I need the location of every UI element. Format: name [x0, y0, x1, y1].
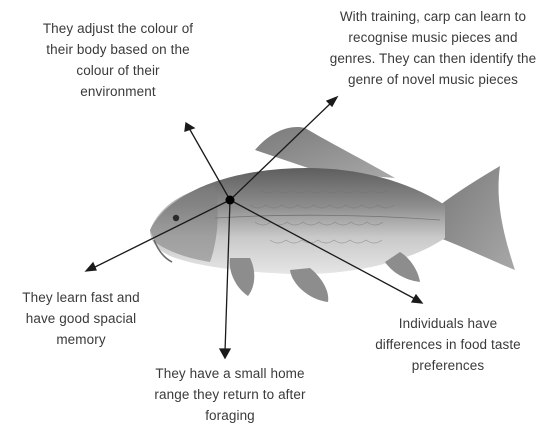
annotation-learning: They learn fast and have good spacial me…: [6, 287, 156, 350]
arrowhead-icon: [220, 349, 230, 358]
annotation-home-range: They have a small home range they return…: [140, 363, 320, 426]
carp-fish-illustration: [150, 127, 515, 302]
arrowhead-icon: [412, 295, 422, 303]
annotation-music: With training, carp can learn to recogni…: [328, 6, 538, 90]
tail-fin: [440, 166, 515, 270]
arrowhead-icon: [185, 123, 194, 131]
pectoral-fin: [230, 258, 255, 296]
annotation-food: Individuals have differences in food tas…: [368, 313, 528, 376]
arrowhead-icon: [86, 263, 96, 271]
fish-eye: [173, 215, 179, 221]
annotation-colour: They adjust the colour of their body bas…: [38, 18, 198, 102]
center-dot: [226, 196, 235, 205]
